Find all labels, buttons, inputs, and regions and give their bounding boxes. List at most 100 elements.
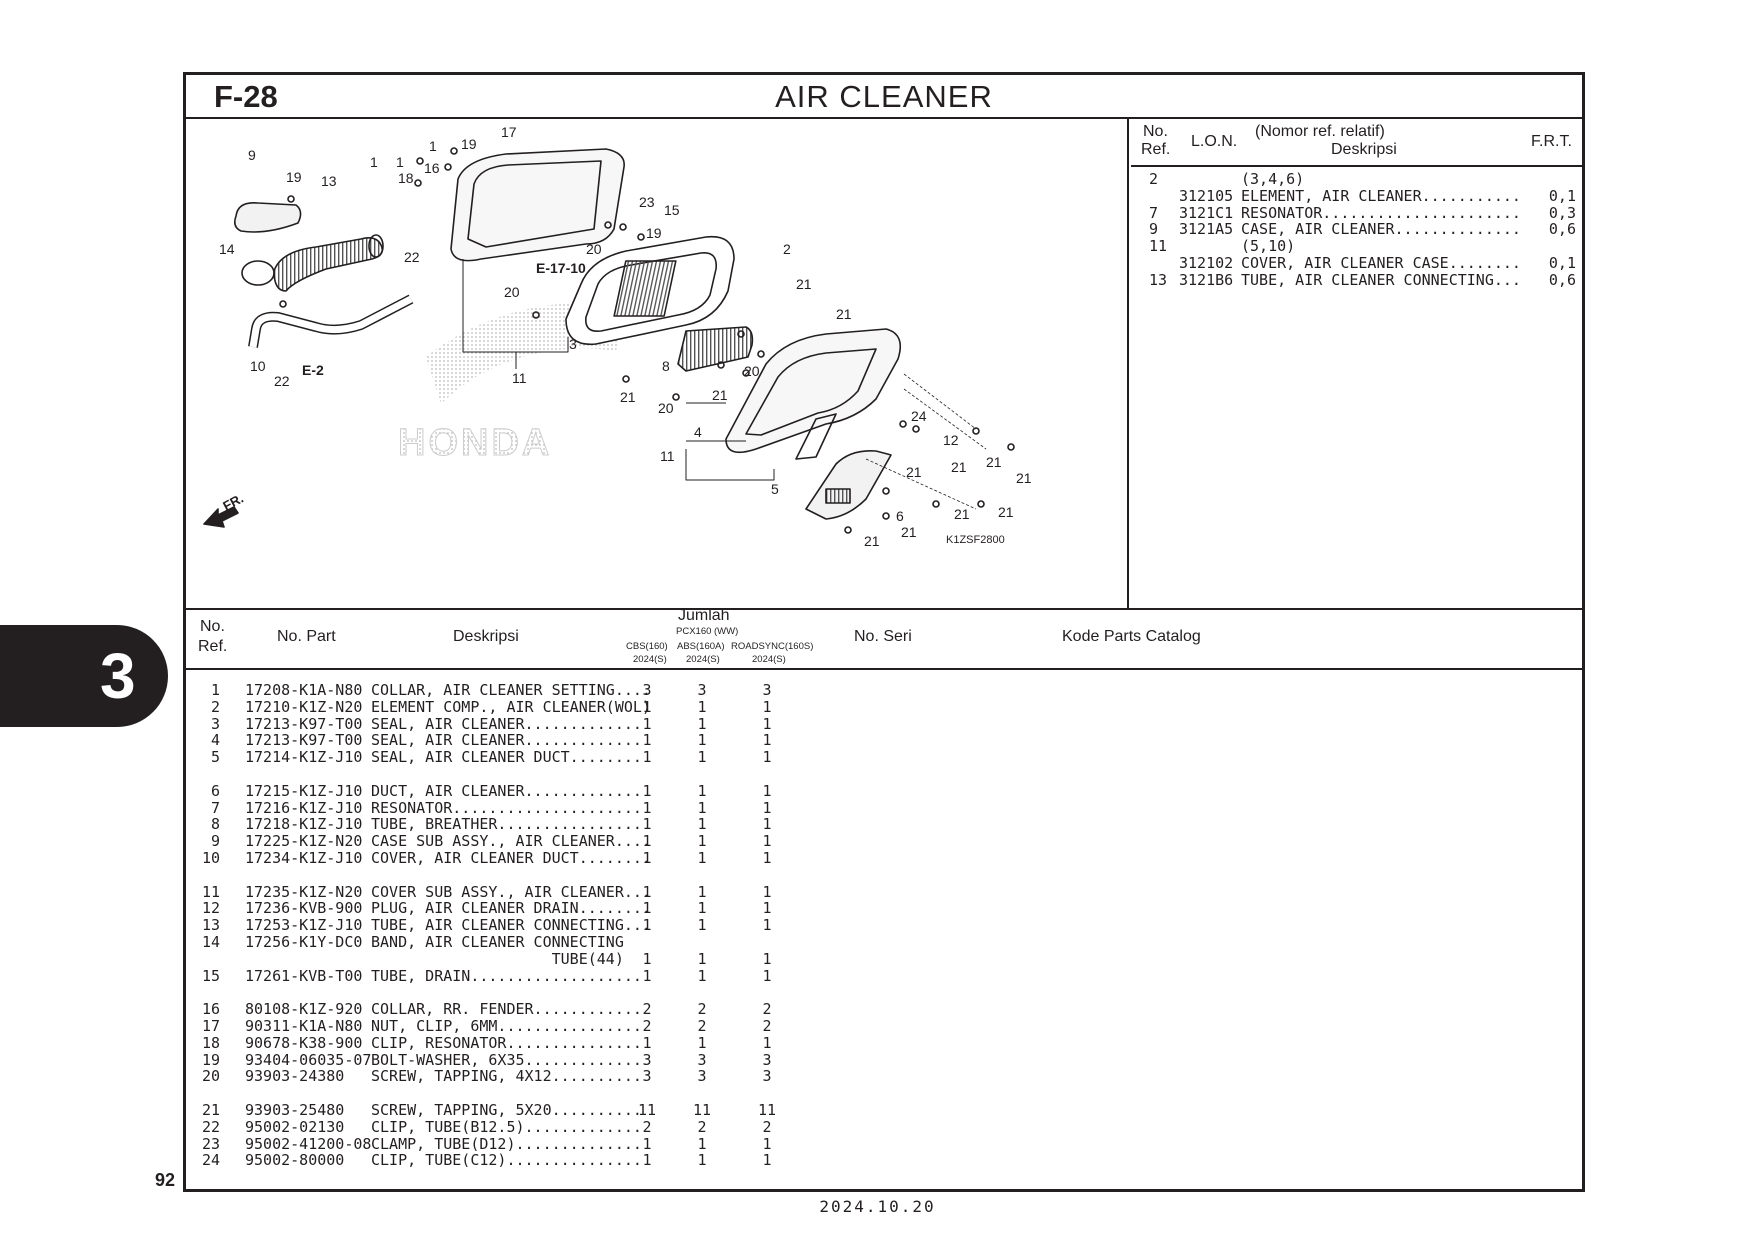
cell-q1: 2 [642,1016,652,1035]
cell-desc: COVER SUB ASSY., AIR CLEANER... [371,882,651,901]
cell-part: 90311-K1A-N80 [245,1016,363,1035]
cell-part: 95002-02130 [245,1117,345,1136]
frt-head-frt: F.R.T. [1531,133,1572,150]
callout-21b: 21 [836,306,852,322]
cell-q3: 2 [762,1117,772,1136]
cell-desc: COLLAR, RR. FENDER............ [371,1000,642,1019]
callout-18: 19 [286,169,302,185]
cell-q3: 1 [762,1033,772,1052]
cell-part: 17256-K1Y-DC0 [245,932,363,951]
cell-part: 95002-80000 [245,1151,345,1170]
callout-19: 19 [646,225,662,241]
cell-ref: 2 [210,697,220,716]
cell-ref: 18 [201,1033,220,1052]
frt-desc: COVER, AIR CLEANER CASE........ [1241,253,1521,272]
callout-21g: 21 [1016,470,1032,486]
cell-q3: 1 [762,731,772,750]
callout-1b: 1 [396,154,404,170]
cell-desc: BAND, AIR CLEANER CONNECTING [371,932,624,951]
frt-frt: 0,3 [1548,203,1576,222]
cell-q1: 1 [642,815,652,834]
cell-q2: 3 [697,1067,707,1086]
cell-ref: 23 [201,1134,220,1153]
e2-reference: E-2 [302,362,324,378]
cell-desc: TUBE, BREATHER................ [371,815,642,834]
cell-q1: 1 [642,1134,652,1153]
cell-q3: 2 [762,1016,772,1035]
fr-arrow-icon [203,506,239,528]
cell-q1: 1 [642,949,652,968]
cell-desc: SEAL, AIR CLEANER DUCT........ [371,748,642,767]
section-tab: 3 [0,625,168,727]
cell-q3: 2 [762,1000,772,1019]
cell-part: 95002-41200-08 [245,1134,372,1153]
cell-ref: 8 [210,815,220,834]
frt-ref: 2 [1149,170,1159,188]
cell-part: 17213-K97-T00 [245,731,363,750]
frt-frt: 0,6 [1548,220,1576,239]
cell-q2: 3 [697,681,707,699]
parts-head-col1-year: 2024(S) [633,654,667,665]
cell-q3: 1 [762,882,772,901]
table-row: 17 90311-K1A-N80 NUT, CLIP, 6MM...........… [186,1016,1582,1035]
cell-q3: 1 [762,781,772,800]
cell-q3: 1 [762,848,772,867]
cell-part: 90678-K38-900 [245,1033,363,1052]
cell-q1: 1 [642,798,652,817]
cell-ref: 11 [201,882,220,901]
frt-ref: 7 [1149,203,1159,222]
callout-13: 13 [321,173,337,189]
cell-part: 17214-K1Z-J10 [245,748,363,767]
parts-head-catalog: Kode Parts Catalog [1062,628,1201,645]
cell-desc: NUT, CLIP, 6MM................ [371,1016,642,1035]
cell-q3: 1 [762,1151,772,1170]
frt-desc: (3,4,6) [1241,170,1305,188]
frt-desc: RESONATOR...................... [1241,203,1521,222]
air-cleaner-cover-part [725,328,902,454]
callout-21k: 21 [864,533,880,549]
cell-part: 17215-K1Z-J10 [245,781,363,800]
frt-head-no: No. [1143,123,1168,140]
callout-4: 4 [694,424,702,440]
frt-panel: No. Ref. L.O.N. (Nomor ref. relatif) Des… [1131,119,1582,608]
cell-q3: 1 [762,899,772,918]
diagram-code: K1ZSF2800 [946,534,1005,546]
cell-part: 17236-KVB-900 [245,899,363,918]
cell-desc: PLUG, AIR CLEANER DRAIN........ [371,899,651,918]
frt-head-ref: Ref. [1141,141,1171,158]
callout-10: 6 [896,508,904,524]
cell-q1: 1 [642,714,652,733]
page-frame: F-28 AIR CLEANER HONDA [183,72,1585,1192]
print-date: 2024.10.20 [819,1197,936,1216]
cell-q2: 1 [697,781,707,800]
cell-desc: TUBE(44) [371,949,624,968]
cell-ref: 14 [201,932,220,951]
frt-lon: 312105 [1179,186,1234,205]
table-row: 14 17256-K1Y-DC0 BAND, AIR CLEANER CONNECT… [186,932,1582,951]
cell-q3: 1 [762,714,772,733]
frt-header: No. Ref. L.O.N. (Nomor ref. relatif) Des… [1131,119,1582,167]
frt-head-lon: L.O.N. [1191,133,1238,150]
cell-q2: 1 [697,882,707,901]
cell-ref: 24 [201,1151,220,1170]
cell-q1: 1 [642,966,652,985]
cell-ref: 17 [201,1016,220,1035]
frt-ref: 9 [1149,220,1159,239]
cell-ref: 21 [201,1100,220,1119]
cell-ref: 15 [201,966,220,985]
cell-part: 93903-24380 [245,1067,345,1086]
cell-desc: CLIP, TUBE(C12)............... [371,1151,642,1170]
cell-desc: TUBE, AIR CLEANER CONNECTING... [371,916,651,935]
cell-part: 93404-06035-07 [245,1050,372,1069]
frt-lon: 312102 [1179,253,1234,272]
